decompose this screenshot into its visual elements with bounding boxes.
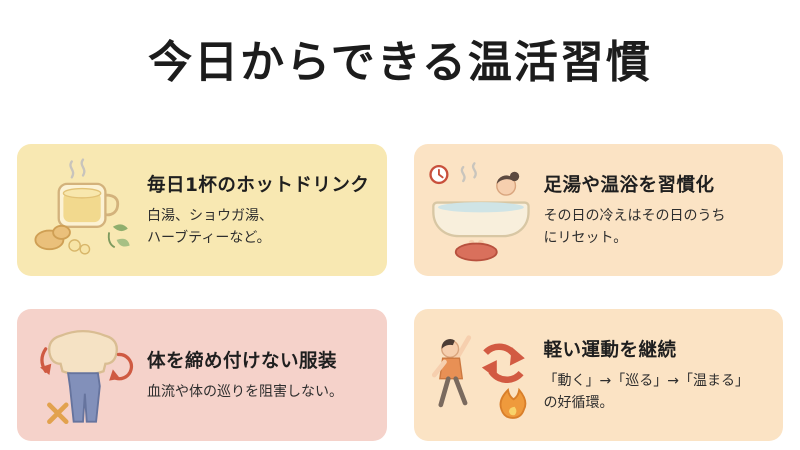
page-title: 今日からできる温活習慣 bbox=[148, 37, 652, 88]
card-title: 体を締め付けない服装 bbox=[147, 350, 338, 372]
card-text-block: 毎日1杯のホットドリンク 白湯、ショウガ湯、 ハーブティーなど。 bbox=[141, 171, 369, 249]
card-description: 血流や体の巡りを阻害しない。 bbox=[147, 382, 343, 404]
foot-bath-icon bbox=[422, 152, 538, 268]
card-title: 毎日1杯のホットドリンク bbox=[147, 174, 370, 196]
infographic-page: 今日からできる温活習慣 bbox=[0, 26, 800, 450]
desc-line: その日の冷えはその日のうち bbox=[543, 207, 726, 224]
hot-drink-icon bbox=[25, 152, 141, 268]
card-title: 軽い運動を継続 bbox=[543, 339, 677, 361]
card-text-block: 足湯や温浴を習慣化 その日の冷えはその日のうち にリセット。 bbox=[538, 171, 726, 249]
card-description: 「動く」→「巡る」→「温まる」 の好循環。 bbox=[544, 371, 749, 414]
card-text-block: 体を締め付けない服装 血流や体の巡りを阻害しない。 bbox=[141, 347, 343, 404]
loose-clothing-icon bbox=[25, 317, 141, 433]
card-title: 足湯や温浴を習慣化 bbox=[543, 174, 715, 196]
desc-line: の好循環。 bbox=[543, 394, 614, 411]
desc-line: にリセット。 bbox=[543, 229, 628, 246]
desc-line: ハーブティーなど。 bbox=[147, 229, 271, 246]
card-loose-clothing: 体を締め付けない服装 血流や体の巡りを阻害しない。 bbox=[17, 309, 387, 441]
card-description: その日の冷えはその日のうち にリセット。 bbox=[544, 206, 726, 249]
desc-line: 「動く」→「巡る」→「温まる」 bbox=[543, 372, 749, 389]
light-exercise-icon bbox=[422, 317, 538, 433]
card-light-exercise: 軽い運動を継続 「動く」→「巡る」→「温まる」 の好循環。 bbox=[413, 309, 783, 441]
card-grid: 毎日1杯のホットドリンク 白湯、ショウガ湯、 ハーブティーなど。 bbox=[17, 144, 783, 441]
card-hot-drink: 毎日1杯のホットドリンク 白湯、ショウガ湯、 ハーブティーなど。 bbox=[17, 144, 387, 276]
card-foot-bath: 足湯や温浴を習慣化 その日の冷えはその日のうち にリセット。 bbox=[413, 144, 783, 276]
desc-line: 血流や体の巡りを阻害しない。 bbox=[147, 383, 343, 400]
card-text-block: 軽い運動を継続 「動く」→「巡る」→「温まる」 の好循環。 bbox=[538, 336, 749, 414]
desc-line: 白湯、ショウガ湯、 bbox=[147, 207, 273, 224]
card-description: 白湯、ショウガ湯、 ハーブティーなど。 bbox=[147, 206, 369, 249]
